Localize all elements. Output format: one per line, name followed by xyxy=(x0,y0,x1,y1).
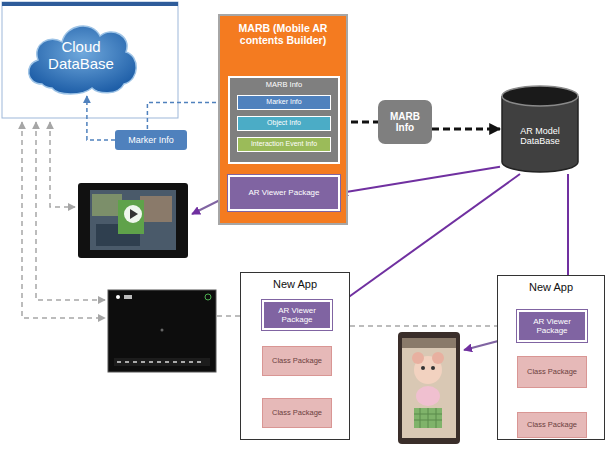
node-text: MARB (Mobile AR contents Builder) xyxy=(220,16,346,46)
info-tag: MARB Info xyxy=(378,100,432,144)
package-box: AR Viewer Package xyxy=(517,310,587,342)
info-bar: Interaction Event Info xyxy=(237,137,331,152)
sync-line xyxy=(50,122,75,207)
node-text: Class Package xyxy=(524,421,580,430)
info-group: MARB InfoMarker InfoObject InfoInteracti… xyxy=(228,76,340,164)
info-bar: Object Info xyxy=(237,116,331,131)
class-box: Class Package xyxy=(517,356,587,388)
cloud-frame xyxy=(2,2,178,118)
node-text: Class Package xyxy=(269,357,325,366)
connector xyxy=(332,325,517,327)
node-text: Marker Info xyxy=(125,135,177,145)
character-screenshot xyxy=(398,332,460,444)
node-text: Interaction Event Info xyxy=(251,140,317,148)
node-text: AR Viewer Package xyxy=(246,188,323,197)
node-text: Class Package xyxy=(524,368,580,377)
class-box: Class Package xyxy=(262,398,332,428)
node-text: MARB Info xyxy=(378,111,432,134)
package-box: AR Viewer Package xyxy=(228,175,340,211)
connector xyxy=(87,96,115,140)
dark-screenshot xyxy=(108,290,216,372)
node-text: Class Package xyxy=(269,409,325,418)
info-bar: Marker Info xyxy=(237,95,331,110)
connector xyxy=(332,174,520,309)
cloud-frame-bar xyxy=(2,2,178,6)
node-text: AR Viewer Package xyxy=(264,306,330,324)
node-text: New App xyxy=(498,276,604,294)
tablet-screenshot xyxy=(78,183,188,258)
app-frame: New AppAR Viewer PackageClass PackageCla… xyxy=(497,275,605,440)
package-box: AR Viewer Package xyxy=(262,300,332,330)
node-text: AR Viewer Package xyxy=(519,317,585,335)
node-text: AR Model DataBase xyxy=(500,126,580,147)
node-text: MARB Info xyxy=(230,78,338,90)
database-cylinder: AR Model DataBase xyxy=(500,84,580,174)
connector xyxy=(340,167,500,193)
node-text: Cloud DataBase xyxy=(22,38,140,73)
app-frame: New AppAR Viewer PackageClass PackageCla… xyxy=(240,272,350,440)
cloud-node: Cloud DataBase xyxy=(22,14,140,96)
node-text: Marker Info xyxy=(266,98,301,106)
class-box: Class Package xyxy=(517,412,587,438)
class-box: Class Package xyxy=(262,346,332,376)
connector xyxy=(432,128,500,131)
builder-panel: MARB (Mobile AR contents Builder) MARB In… xyxy=(218,14,348,225)
info-tag: Marker Info xyxy=(115,130,187,150)
node-text: New App xyxy=(241,273,349,291)
node-text: Object Info xyxy=(267,119,301,127)
